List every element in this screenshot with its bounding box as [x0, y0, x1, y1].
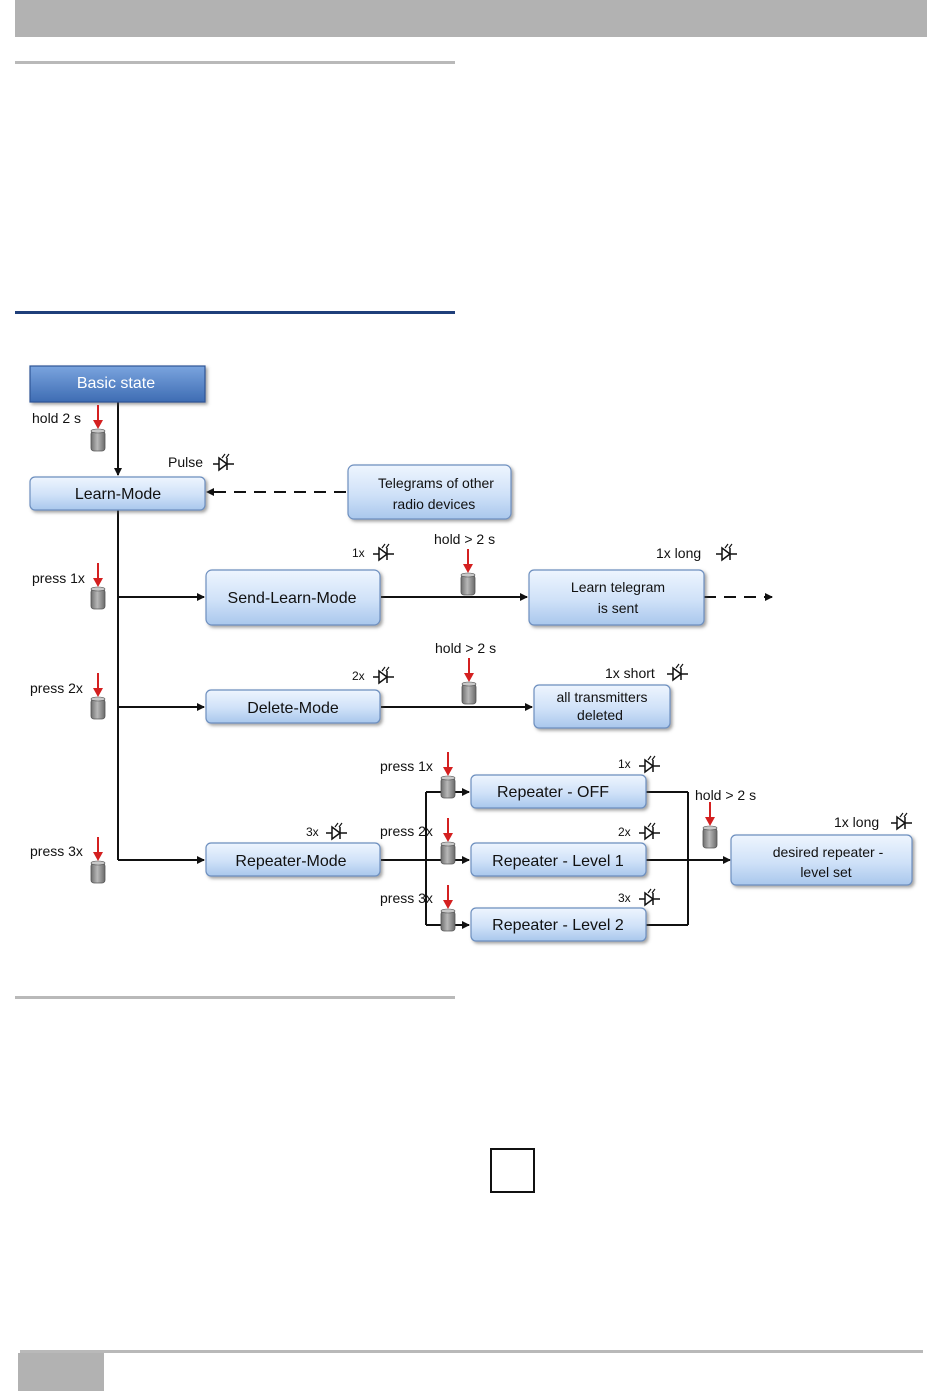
led-icon: [639, 755, 661, 773]
all-transmitters-label-line1: all transmitters: [556, 689, 647, 705]
repeater-level2-box: Repeater - Level 2: [470, 907, 647, 942]
led-3x-label: 3x: [306, 825, 319, 839]
push-button-icon: [440, 818, 456, 865]
repeater-level1-label: Repeater - Level 1: [492, 853, 624, 870]
led-1x-label: 1x: [352, 546, 365, 560]
telegrams-label-line2: radio devices: [393, 496, 476, 512]
section-rule-blue: [15, 311, 455, 314]
repeater-off-box: Repeater - OFF: [470, 774, 647, 809]
delete-mode-box: Delete-Mode: [205, 689, 381, 724]
led-icon: [373, 543, 395, 561]
led-1x-short-label: 1x short: [605, 665, 655, 681]
learn-telegram-box: Learn telegram is sent: [528, 569, 705, 626]
checkbox-icon[interactable]: [490, 1148, 535, 1193]
push-button-icon: [440, 752, 456, 799]
press-1x-label: press 1x: [380, 758, 433, 774]
telegrams-box: Telegrams of other radio devices: [347, 464, 512, 520]
basic-state-box: Basic state: [29, 365, 206, 403]
footer-rule: [20, 1350, 923, 1353]
repeater-off-label: Repeater - OFF: [497, 784, 609, 801]
press-2x-label: press 2x: [380, 823, 433, 839]
desired-repeater-box: desired repeater - level set: [730, 834, 913, 886]
learn-telegram-label-line1: Learn telegram: [571, 579, 665, 595]
led-icon: [213, 453, 235, 471]
push-button-icon: [702, 802, 718, 849]
led-icon: [326, 822, 348, 840]
section-rule-bottom: [15, 996, 455, 999]
learn-telegram-label-line2: is sent: [598, 600, 639, 616]
send-learn-mode-box: Send-Learn-Mode: [205, 569, 381, 626]
learn-mode-label: Learn-Mode: [75, 486, 161, 503]
led-2x-label: 2x: [352, 669, 365, 683]
led-icon: [667, 663, 689, 681]
hold-gt-2s-label: hold > 2 s: [695, 787, 756, 803]
led-1x-long-label: 1x long: [834, 814, 879, 830]
led-icon: [891, 812, 913, 830]
all-transmitters-label-line2: deleted: [577, 707, 623, 723]
delete-mode-label: Delete-Mode: [247, 700, 339, 717]
push-button-icon: [460, 549, 476, 596]
header-bar: [15, 0, 927, 37]
push-button-icon: [90, 673, 106, 720]
hold-gt-2s-label: hold > 2 s: [435, 640, 496, 656]
connectors: [114, 402, 773, 929]
led-icon: [639, 822, 661, 840]
desired-repeater-label-line1: desired repeater -: [773, 844, 884, 860]
repeater-level2-label: Repeater - Level 2: [492, 917, 624, 934]
repeater-mode-box: Repeater-Mode: [205, 842, 381, 877]
annotations: hold 2 s Pulse press 1x press 2x press 3…: [30, 410, 879, 906]
pulse-label: Pulse: [168, 454, 203, 470]
footer-page-tab: [18, 1353, 104, 1391]
repeater-mode-label: Repeater-Mode: [235, 853, 346, 870]
repeater-level1-box: Repeater - Level 1: [470, 842, 647, 877]
led-1x-long-label: 1x long: [656, 545, 701, 561]
led-icon: [716, 543, 738, 561]
send-learn-mode-label: Send-Learn-Mode: [228, 590, 357, 607]
basic-state-label: Basic state: [77, 375, 155, 392]
led-count-labels: 1x 2x 3x 1x 2x 3x: [306, 546, 631, 905]
led-2x-label: 2x: [618, 825, 631, 839]
hold-2s-label: hold 2 s: [32, 410, 81, 426]
push-button-icon: [90, 563, 106, 610]
led-icon: [639, 888, 661, 906]
section-rule-top: [15, 61, 455, 64]
all-transmitters-box: all transmitters deleted: [533, 684, 671, 729]
press-2x-label: press 2x: [30, 680, 83, 696]
learn-mode-box: Learn-Mode: [29, 476, 206, 511]
push-button-icon: [461, 658, 477, 705]
push-button-icon: [90, 837, 106, 884]
desired-repeater-label-line2: level set: [800, 864, 851, 880]
press-3x-label: press 3x: [380, 890, 433, 906]
led-icon: [373, 666, 395, 684]
push-button-icon: [90, 405, 106, 452]
hold-gt-2s-label: hold > 2 s: [434, 531, 495, 547]
led-3x-label: 3x: [618, 891, 631, 905]
push-button-icon: [440, 885, 456, 932]
press-3x-label: press 3x: [30, 843, 83, 859]
led-1x-label: 1x: [618, 757, 631, 771]
press-1x-label: press 1x: [32, 570, 85, 586]
telegrams-label-line1: Telegrams of other: [378, 475, 494, 491]
